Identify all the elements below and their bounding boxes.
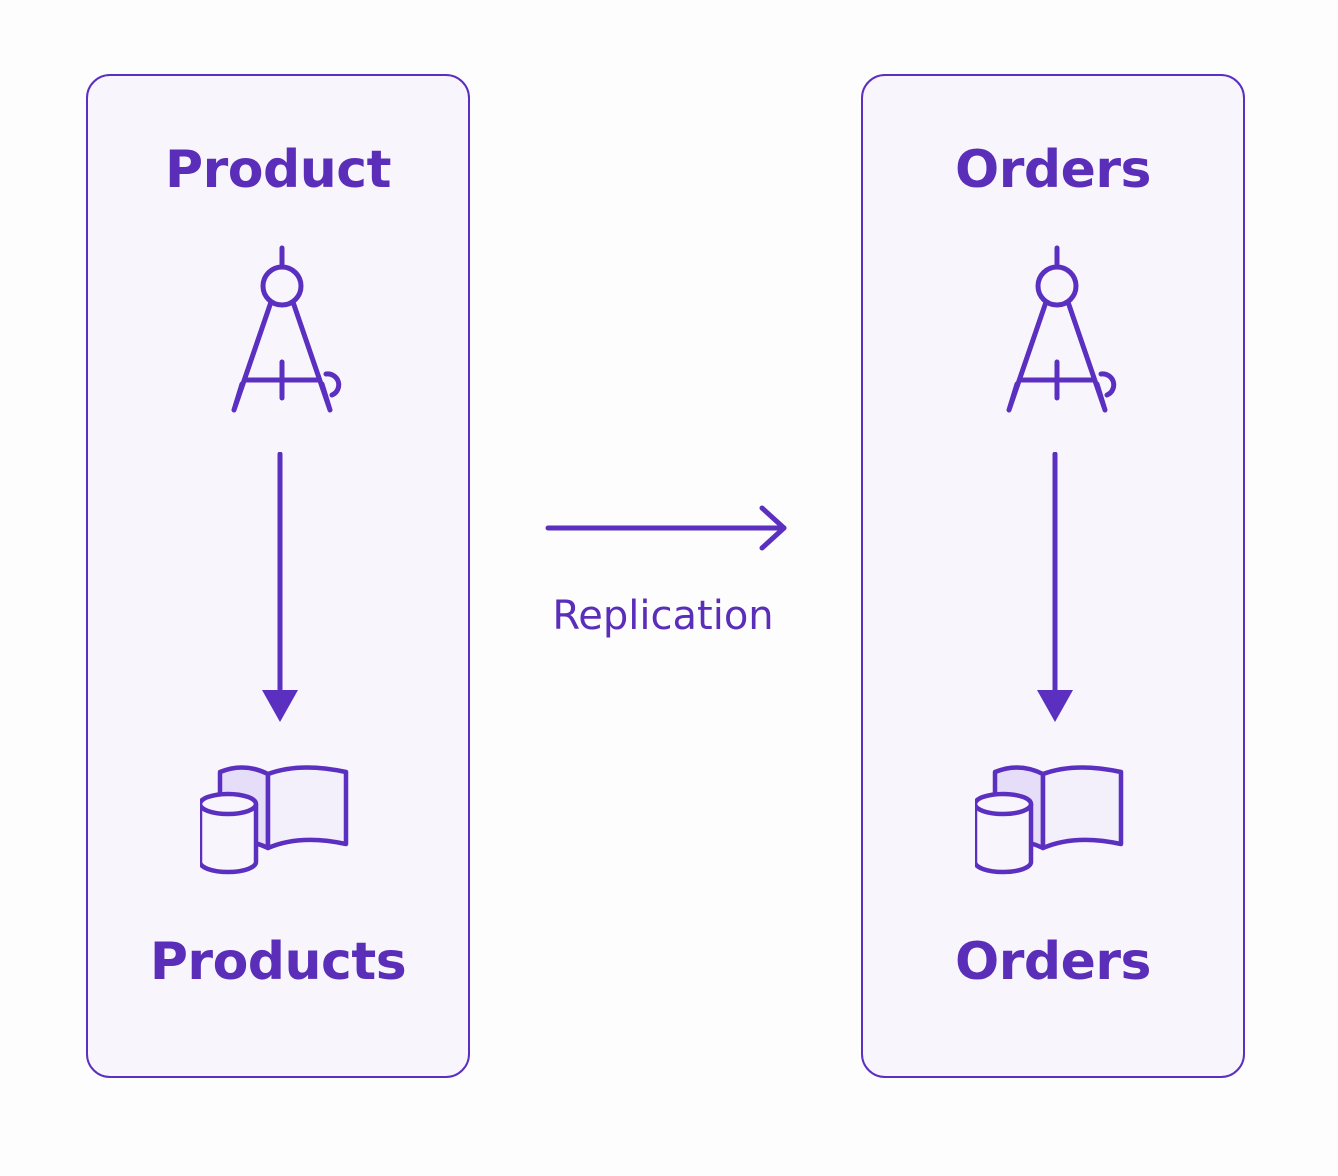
replication-label: Replication	[552, 593, 774, 639]
down-arrow-icon	[1037, 452, 1073, 722]
down-arrow-icon	[262, 452, 298, 722]
panel-subtitle: Orders	[955, 932, 1151, 992]
product-service-panel: Product Products	[86, 74, 470, 1078]
drafting-compass-icon	[231, 245, 342, 413]
orders-service-panel: Orders Orders	[861, 74, 1245, 1078]
panel-title: Product	[165, 140, 391, 200]
panel-title: Orders	[955, 140, 1151, 200]
database-map-icon	[200, 765, 349, 875]
database-map-icon	[975, 765, 1124, 875]
panel-subtitle: Products	[149, 932, 407, 992]
replication-arrow-icon	[545, 505, 787, 551]
drafting-compass-icon	[1006, 245, 1117, 413]
